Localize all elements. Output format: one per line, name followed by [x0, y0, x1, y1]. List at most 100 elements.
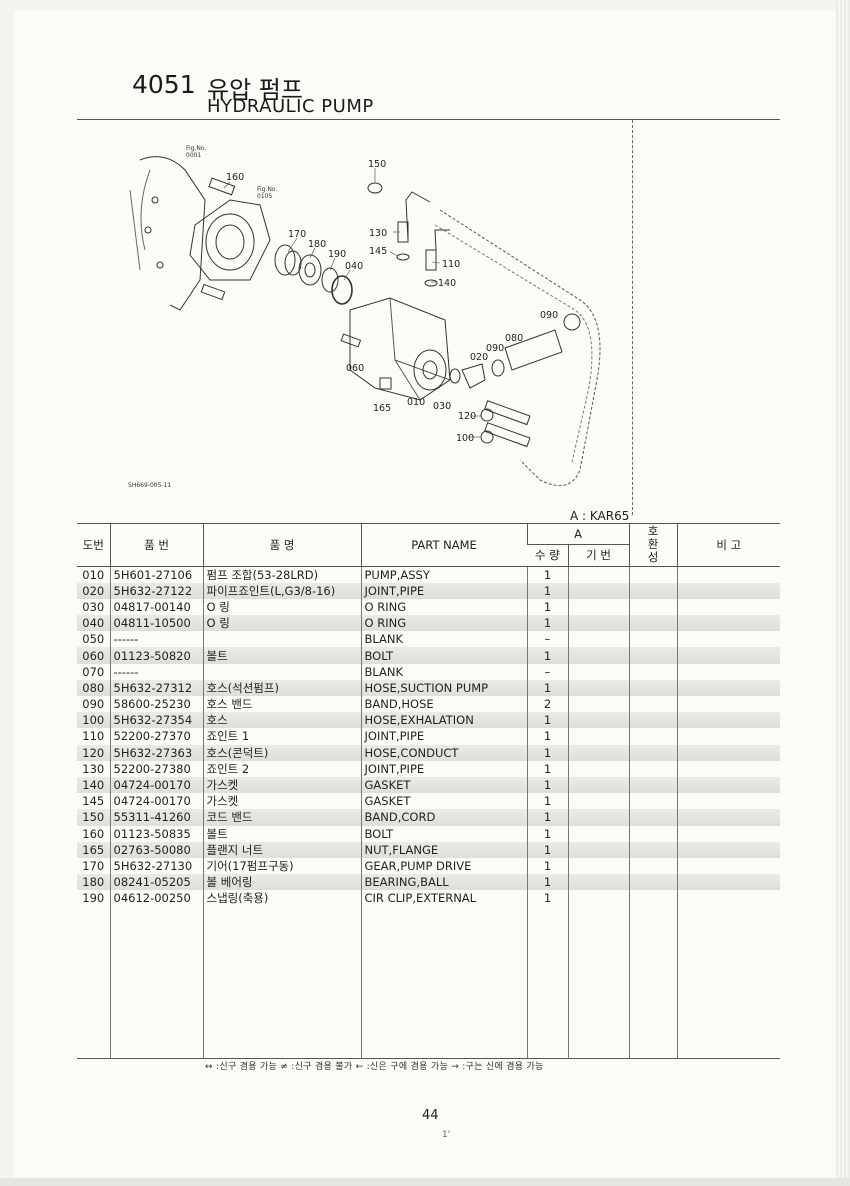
callout-140: 140: [438, 278, 456, 289]
compatibility-legend: ↔ :신구 겸용 가능 ≠ :신구 겸용 불가 ← :신은 구에 겸용 가능 →…: [205, 1062, 544, 1072]
cell-ref: 190: [82, 891, 105, 906]
cell-part-number: 5H632-27122: [109, 582, 203, 599]
cell-base: [567, 841, 629, 858]
cell-base: [567, 793, 629, 810]
header-remarks: 비 고: [676, 524, 780, 567]
section-number: 4051: [132, 70, 196, 99]
cell-part-name: JOINT,PIPE: [360, 728, 527, 745]
parts-table: 도번 품 번 품 명 PART NAME A 호 환 성 비 고 수 량 기 번…: [77, 524, 780, 1060]
cell-name-korean: O 링: [202, 615, 361, 632]
cell-name-korean: 코드 밴드: [202, 809, 361, 826]
callout-190: 190: [328, 249, 346, 260]
cell-compat: [628, 566, 677, 583]
table-empty-space: [77, 906, 780, 1060]
cell-qty: 1: [526, 874, 568, 891]
cell-name-korean: 호스(콘덕트): [202, 744, 361, 761]
empty-cell: [567, 906, 629, 1060]
cell-base: [567, 825, 629, 842]
callout-030: 030: [433, 401, 451, 412]
cell-name-korean: [202, 631, 361, 648]
cell-ref: 140: [77, 776, 110, 794]
header-part-number: 품 번: [109, 524, 203, 567]
callout-170: 170: [288, 229, 306, 240]
cell-remarks: [676, 857, 780, 875]
cell-part-number: 52200-27370: [109, 728, 203, 745]
header-compatibility: 호 환 성: [628, 524, 677, 567]
cell-compat: [628, 712, 677, 729]
cell-part-name: GEAR,PUMP DRIVE: [360, 857, 527, 875]
cell-remarks: [676, 663, 780, 680]
cell-remarks: [676, 566, 780, 583]
cell-compat: [628, 582, 677, 599]
cell-qty: 1: [526, 582, 568, 599]
empty-cell: [202, 906, 361, 1060]
footer-mark: 1': [442, 1130, 451, 1140]
cell-qty: 1: [526, 776, 568, 794]
cell-remarks: [676, 582, 780, 599]
cell-compat: [628, 793, 677, 810]
cell-remarks: [676, 615, 780, 632]
header-base: 기 번: [567, 544, 629, 567]
cell-name-korean: 호스 밴드: [202, 696, 361, 713]
cell-remarks: [676, 809, 780, 826]
cell-qty: 1: [526, 841, 568, 858]
page-title-korean: 유압 펌프: [207, 76, 303, 104]
cell-qty: –: [526, 663, 568, 680]
cell-name-korean: 죠인트 2: [202, 760, 361, 777]
cell-part-number: 52200-27380: [109, 760, 203, 777]
cell-qty: 2: [526, 696, 568, 713]
cell-qty: 1: [526, 857, 568, 875]
cell-remarks: [676, 696, 780, 713]
cell-ref: 165: [77, 841, 110, 858]
empty-cell: [628, 906, 677, 1060]
drawing-code: 5H669-005-11: [128, 482, 171, 489]
cell-compat: [628, 615, 677, 632]
cell-remarks: [676, 890, 780, 907]
cell-base: [567, 728, 629, 745]
cell-name-korean: 파이프죠인트(L,G3/8-16): [202, 582, 361, 599]
cell-part-name: BLANK: [360, 631, 527, 648]
cell-part-name: BOLT: [360, 647, 527, 664]
cell-qty: 1: [526, 809, 568, 826]
cell-remarks: [676, 631, 780, 648]
cell-remarks: [676, 744, 780, 761]
cell-ref: 030: [82, 599, 105, 614]
cell-name-korean: 플랜지 너트: [202, 841, 361, 858]
callout-010: 010: [407, 397, 425, 408]
cell-base: [567, 744, 629, 761]
cell-ref: 145: [82, 794, 105, 809]
cell-remarks: [676, 647, 780, 664]
cell-part-number: 04724-00170: [109, 776, 203, 794]
cell-part-number: 5H601-27106: [109, 566, 203, 583]
cell-part-name: BOLT: [360, 825, 527, 842]
cell-name-korean: 스냅링(축용): [202, 890, 361, 907]
header-rule: [77, 119, 780, 120]
cell-compat: [628, 744, 677, 761]
cell-ref: 160: [82, 826, 105, 841]
cell-ref: 050: [82, 632, 105, 647]
cell-compat: [628, 890, 677, 907]
cell-part-number: 55311-41260: [109, 809, 203, 826]
callout-090-upper: 090: [540, 310, 558, 321]
cell-name-korean: 볼트: [202, 825, 361, 842]
cell-remarks: [676, 776, 780, 794]
cell-part-name: GASKET: [360, 793, 527, 810]
cell-qty: 1: [526, 890, 568, 907]
header-part-name: PART NAME: [360, 524, 527, 567]
cell-part-number: 5H632-27130: [109, 857, 203, 875]
cell-qty: 1: [526, 647, 568, 664]
cell-qty: –: [526, 631, 568, 648]
callout-080: 080: [505, 333, 523, 344]
fig-ref-0001: Fig.No.0001: [186, 145, 206, 159]
cell-ref: 080: [77, 679, 110, 696]
cell-ref: 100: [77, 712, 110, 729]
cell-ref: 070: [82, 664, 105, 679]
page-number: 44: [422, 1108, 439, 1123]
cell-remarks: [676, 825, 780, 842]
